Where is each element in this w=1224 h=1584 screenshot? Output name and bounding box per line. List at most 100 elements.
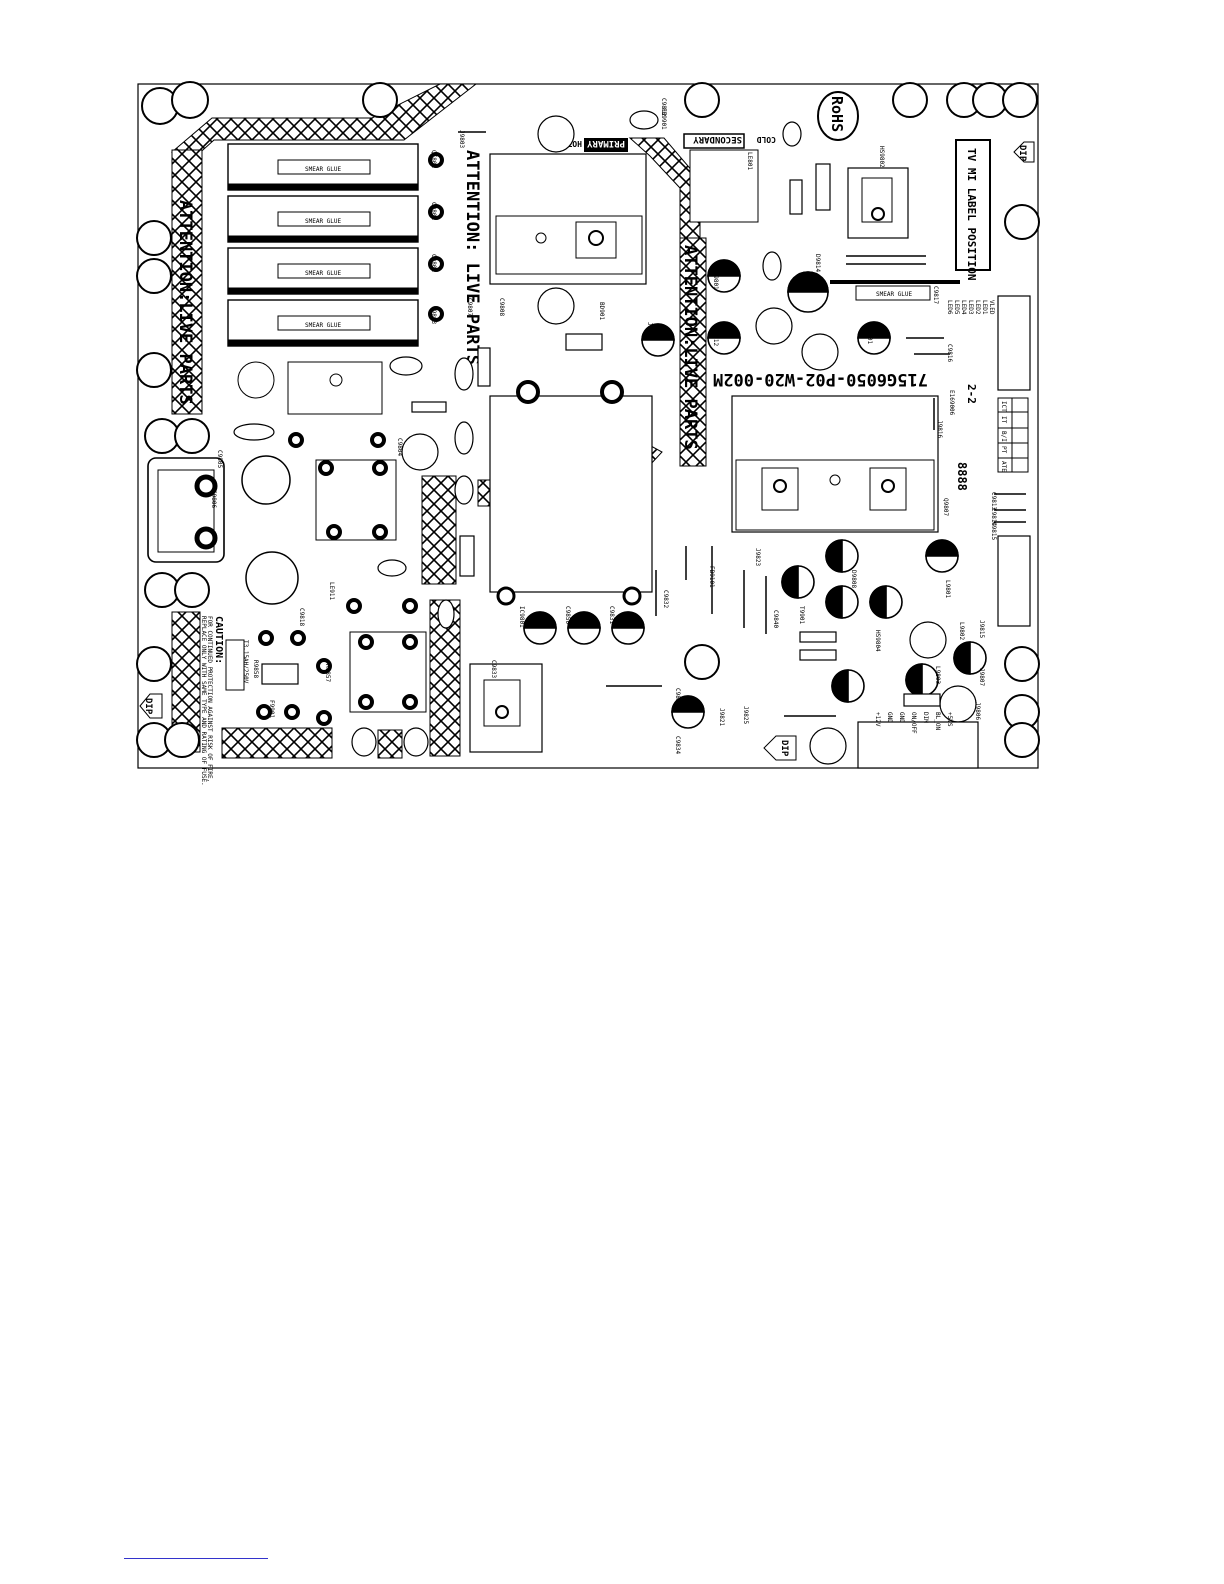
ref-designator: FB9901 <box>660 108 667 130</box>
svg-text:DIP: DIP <box>143 698 153 715</box>
connector-bottom-pin: +5VS <box>946 712 953 727</box>
film-caps <box>233 110 802 757</box>
ref-designator: R9857 <box>324 664 331 682</box>
ref-designator: J9806 <box>974 702 981 720</box>
ref-designator: C9831 <box>608 606 615 624</box>
ict-table-cell: IT <box>1000 416 1007 424</box>
ref-designator: J9816 <box>936 420 943 438</box>
isolation-band-bottom <box>221 727 333 759</box>
ref-designator: C9806 <box>210 490 217 508</box>
ref-designator: T9901 <box>798 606 805 624</box>
ref-designator: F9901 <box>268 700 275 718</box>
digits: 8888 <box>955 462 969 491</box>
isolation-band-right <box>679 237 707 467</box>
ref-designator: J9803 <box>458 130 465 148</box>
primary-label: PRIMARY <box>586 138 625 148</box>
connector-right-pin: LED4 <box>960 300 967 315</box>
connector-led <box>997 295 1031 391</box>
attention-center-label: ATTENTION: LIVE PARTS <box>462 150 482 365</box>
ref-designator: C9802 <box>430 254 437 272</box>
electrolytic-caps <box>523 259 987 729</box>
ref-designator: C9816 <box>946 344 953 362</box>
ref-designator: J9825 <box>742 706 749 724</box>
hot-label: HOT <box>567 139 582 148</box>
ict-table-cell: ICT <box>1000 401 1007 412</box>
mounting-holes <box>136 81 1040 758</box>
connector-bottom-pin: DIM <box>922 712 929 723</box>
attention-left-label: ATTENTION:LIVE PARTS <box>175 200 195 405</box>
ref-designator: L9803 <box>934 666 941 684</box>
secondary-box <box>683 133 745 149</box>
ref-designator: J9821 <box>718 708 725 726</box>
resistors <box>261 163 941 707</box>
ref-designator: C9815 <box>990 522 997 540</box>
fuse <box>225 639 245 691</box>
primary-box <box>584 138 628 152</box>
cert-code: E169006 <box>948 390 955 416</box>
dip-arrow-bottom: DIP <box>763 735 797 761</box>
ref-designator: C9834 <box>674 736 681 754</box>
tv-label-position-box <box>955 139 991 271</box>
pads <box>256 152 444 726</box>
ict-table-cell: ATE <box>1000 461 1007 472</box>
ref-designator: C9801 <box>430 202 437 220</box>
caution-title: CAUTION: <box>213 616 224 664</box>
connector-power <box>997 535 1031 627</box>
connector-bottom-pin: +12V <box>874 712 881 727</box>
smear-glue-3: SMEAR GLUE <box>305 270 342 277</box>
secondary-label: SECONDARY <box>693 134 742 144</box>
ict-table-cell: PT <box>1000 446 1007 454</box>
connector-bottom-pin: GND <box>898 712 905 723</box>
ict-table <box>997 397 1029 473</box>
ref-designator: J9815 <box>978 620 985 638</box>
ref-designator: LE911 <box>328 582 335 600</box>
ref-designator: C9812 <box>660 98 667 116</box>
ref-designator: R9858 <box>252 660 259 678</box>
ref-designator: HS9804 <box>874 630 881 652</box>
ref-designator: C9804 <box>396 438 403 456</box>
fuse-rating: T3.15AH/250V <box>242 640 249 684</box>
connector-bottom-pin: ON/OFF <box>910 712 917 734</box>
ref-designator: C9840 <box>772 610 779 628</box>
isolation-band-mid <box>421 475 457 585</box>
connector-right-pin: LED1 <box>981 300 988 315</box>
connector-bottom-pin: BL_ON <box>934 712 941 730</box>
footer-rule <box>124 1558 268 1559</box>
ref-designator: L9801 <box>944 580 951 598</box>
ref-designator: C9850 <box>564 606 571 624</box>
ref-designator: C9818 <box>298 608 305 626</box>
ref-designator: BD901 <box>598 302 605 320</box>
ref-designator: HS9802 <box>878 146 885 168</box>
ref-designator: C9817 <box>932 286 939 304</box>
rohs-mark <box>817 91 859 141</box>
connector-right-pin: VLED <box>988 300 995 315</box>
connector-bottom <box>857 721 979 769</box>
heatsink-bank <box>227 143 419 347</box>
dip-arrow-top-right: DIP <box>1013 141 1035 163</box>
ref-designator: R9812 <box>712 328 719 346</box>
version-mark: 2-2 <box>965 384 978 404</box>
ref-designator: D9814 <box>814 254 821 272</box>
ref-designator: C9813 <box>990 492 997 510</box>
ref-designator: C9814 <box>990 508 997 526</box>
connector-right-pin: LED6 <box>946 300 953 315</box>
tv-label-position-text: TV MI LABEL POSITION <box>965 148 978 280</box>
ref-designator: C9805 <box>216 450 223 468</box>
ref-designator: FB9101 <box>708 566 715 588</box>
dip-arrow-left: DIP <box>139 693 163 719</box>
bridge-rectifier <box>287 361 383 415</box>
jumpers <box>458 131 1026 717</box>
smear-glue-2: SMEAR GLUE <box>305 218 342 225</box>
svg-text:DIP: DIP <box>779 740 789 757</box>
connector-right-pin: LED2 <box>974 300 981 315</box>
ict-table-cell: B/I <box>1000 431 1007 442</box>
smear-glue-4: SMEAR GLUE <box>305 322 342 329</box>
ref-designator: C9803 <box>430 306 437 324</box>
isolation-band-bottom2 <box>377 729 403 759</box>
pwm-transformer <box>489 395 653 593</box>
ref-designator: D9808 <box>850 570 857 588</box>
ref-designator: IC9801 <box>518 606 525 628</box>
caution-text-1: FOR CONTINUED PROTECTION AGAINST RISK OF… <box>206 616 213 782</box>
ref-designator: J9807 <box>978 668 985 686</box>
